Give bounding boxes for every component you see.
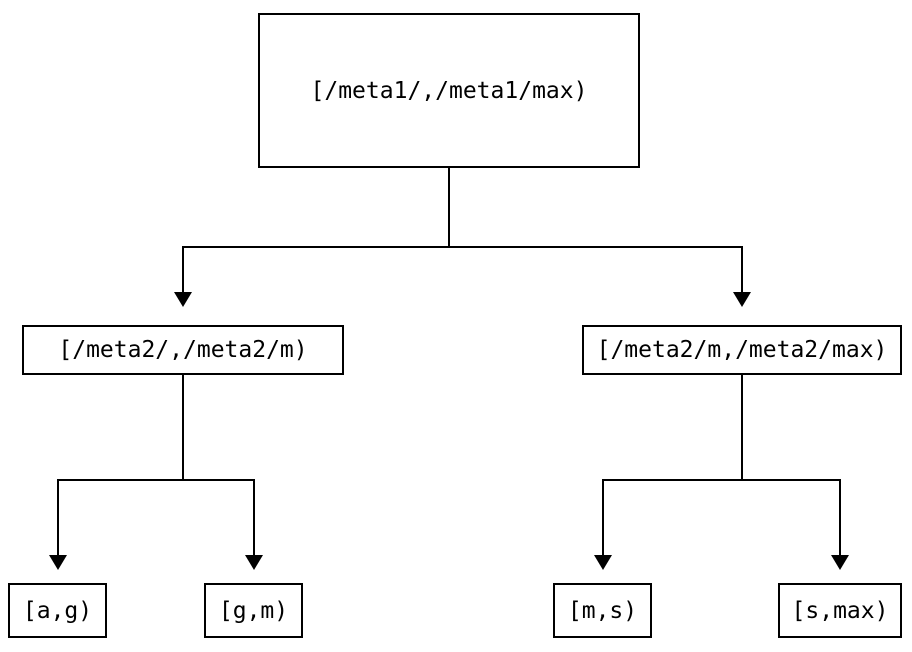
edge-right-ms-drop [602,479,604,555]
arrowhead-to-leaf-smax-icon [831,555,849,570]
node-leaf-ag: [a,g) [8,583,107,638]
node-leaf-smax-label: [s,max) [791,597,889,624]
node-left-label: [/meta2/,/meta2/m) [58,337,308,363]
node-leaf-gm-label: [g,m) [218,597,289,624]
arrowhead-to-right-icon [733,292,751,307]
arrowhead-to-leaf-gm-icon [245,555,263,570]
node-right-label: [/meta2/m,/meta2/max) [596,337,888,363]
node-leaf-ms: [m,s) [553,583,652,638]
arrowhead-to-leaf-ag-icon [49,555,67,570]
node-leaf-ms-label: [m,s) [567,597,638,624]
edge-root-left-drop [182,246,184,292]
node-leaf-gm: [g,m) [204,583,303,638]
edge-right-crossbar [602,479,841,481]
arrowhead-to-left-icon [174,292,192,307]
edge-left-ag-drop [57,479,59,555]
node-root-label: [/meta1/,/meta1/max) [310,77,588,104]
edge-right-stem [741,375,743,481]
node-leaf-smax: [s,max) [778,583,902,638]
node-root: [/meta1/,/meta1/max) [258,13,640,168]
node-right: [/meta2/m,/meta2/max) [582,325,902,375]
node-left: [/meta2/,/meta2/m) [22,325,344,375]
edge-root-crossbar [182,246,743,248]
edge-right-smax-drop [839,479,841,555]
arrowhead-to-leaf-ms-icon [594,555,612,570]
node-leaf-ag-label: [a,g) [22,597,93,624]
edge-root-stem [448,168,450,248]
edge-left-gm-drop [253,479,255,555]
edge-root-right-drop [741,246,743,292]
edge-left-crossbar [57,479,255,481]
edge-left-stem [182,375,184,481]
